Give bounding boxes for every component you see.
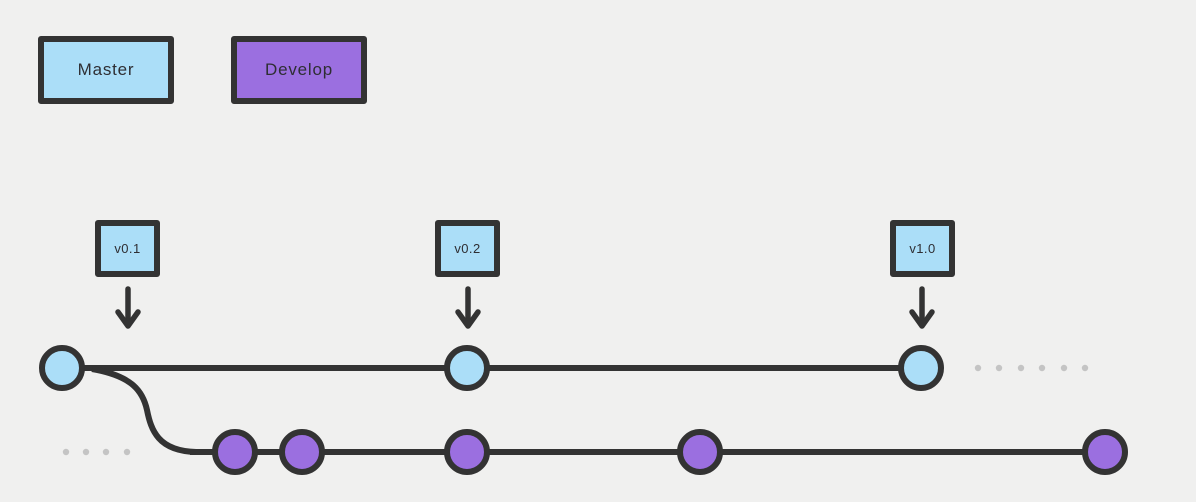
develop-commit-node bbox=[444, 429, 490, 475]
arrow-down-head bbox=[909, 309, 935, 329]
arrow-down-head bbox=[455, 309, 481, 329]
version-tag-v0-1: v0.1 bbox=[95, 220, 160, 277]
master-commit-node bbox=[898, 345, 944, 391]
version-tag-label: v0.1 bbox=[114, 241, 141, 256]
develop-continuation-dot bbox=[62, 448, 70, 456]
master-commit-node bbox=[444, 345, 490, 391]
develop-commit-node bbox=[212, 429, 258, 475]
legend: Master Develop bbox=[38, 36, 367, 104]
master-commit-node bbox=[39, 345, 85, 391]
version-tag-v0-2: v0.2 bbox=[435, 220, 500, 277]
legend-master-label: Master bbox=[77, 60, 135, 79]
master-continuation-dot bbox=[1060, 364, 1068, 372]
develop-continuation-dot bbox=[102, 448, 110, 456]
master-continuation-dot bbox=[1017, 364, 1025, 372]
develop-commit-node bbox=[677, 429, 723, 475]
version-tag-label: v1.0 bbox=[909, 241, 936, 256]
version-tag-label: v0.2 bbox=[454, 241, 481, 256]
develop-commit-node bbox=[1082, 429, 1128, 475]
legend-develop-box: Develop bbox=[231, 36, 367, 104]
legend-develop-label: Develop bbox=[265, 60, 333, 79]
develop-continuation-dot bbox=[82, 448, 90, 456]
master-continuation-dot bbox=[995, 364, 1003, 372]
master-continuation-dot bbox=[974, 364, 982, 372]
branch-off-curve bbox=[91, 366, 197, 455]
version-tag-v1-0: v1.0 bbox=[890, 220, 955, 277]
develop-commit-node bbox=[279, 429, 325, 475]
master-continuation-dot bbox=[1038, 364, 1046, 372]
develop-continuation-dot bbox=[123, 448, 131, 456]
arrow-down-head bbox=[115, 309, 141, 329]
master-continuation-dot bbox=[1081, 364, 1089, 372]
legend-master-box: Master bbox=[38, 36, 174, 104]
